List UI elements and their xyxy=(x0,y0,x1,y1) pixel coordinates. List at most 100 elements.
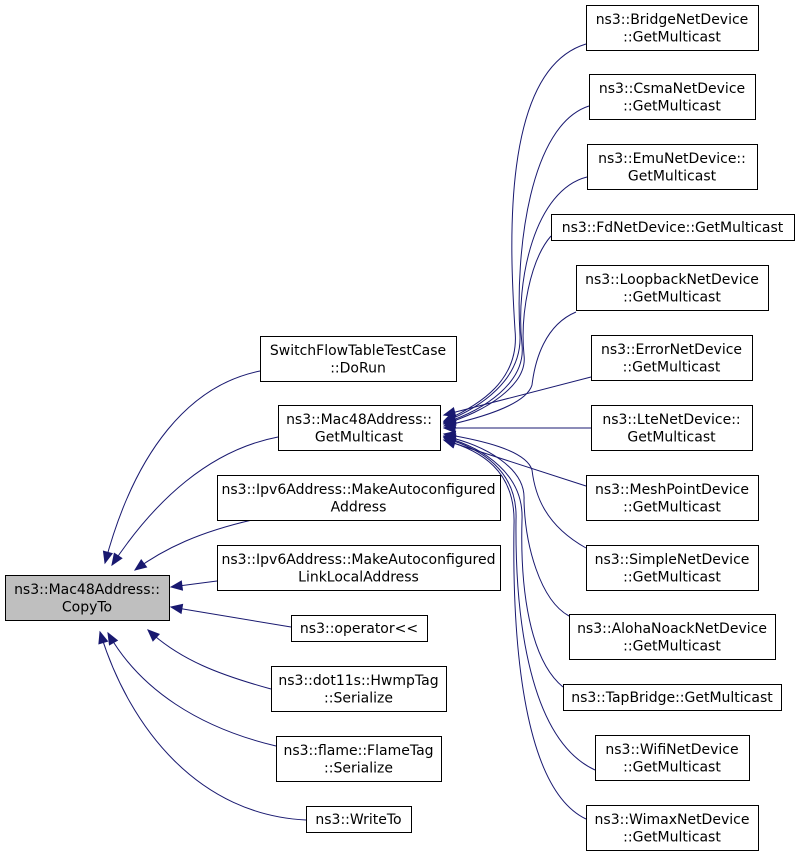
arrowhead-hwmp-to-copyto xyxy=(147,629,160,642)
node-bridge[interactable]: ns3::BridgeNetDevice::GetMulticast xyxy=(586,5,759,51)
node-getmulticast[interactable]: ns3::Mac48Address::GetMulticast xyxy=(278,405,441,451)
node-box xyxy=(563,684,782,711)
node-label-line: ::GetMulticast xyxy=(623,759,721,775)
node-label-line: ::GetMulticast xyxy=(623,638,721,654)
node-csma[interactable]: ns3::CsmaNetDevice::GetMulticast xyxy=(589,74,756,120)
node-label-line: ns3::LoopbackNetDevice xyxy=(585,272,759,288)
node-label-line: GetMulticast xyxy=(315,429,404,445)
node-label-line: ::DoRun xyxy=(330,360,386,376)
edge-wimax-to-getmulticast xyxy=(443,439,587,820)
node-label-line: GetMulticast xyxy=(627,429,716,445)
arrowhead-writeto-to-copyto xyxy=(98,630,109,645)
node-box xyxy=(260,336,457,382)
node-flame[interactable]: ns3::flame::FlameTag::Serialize xyxy=(276,736,442,782)
node-box xyxy=(291,615,428,642)
node-box xyxy=(595,735,750,781)
node-label-line: ::GetMulticast xyxy=(623,29,721,45)
arrowhead-getmulticast-to-copyto xyxy=(111,552,123,567)
node-label-line: ::Serialize xyxy=(324,760,393,776)
node-box xyxy=(551,214,795,241)
node-label-line: ::GetMulticast xyxy=(623,98,721,114)
edges-layer xyxy=(98,43,596,821)
node-label-line: SwitchFlowTableTestCase xyxy=(270,343,446,359)
edge-csma-to-getmulticast xyxy=(443,105,590,423)
node-loopback[interactable]: ns3::LoopbackNetDevice::GetMulticast xyxy=(576,265,769,311)
edge-switchflow-to-copyto xyxy=(104,370,261,564)
edge-ipv6auto-to-copyto xyxy=(134,519,253,571)
node-box xyxy=(278,405,441,451)
edge-error-to-getmulticast xyxy=(443,376,592,416)
node-label-line: ns3::WriteTo xyxy=(315,812,401,828)
node-box xyxy=(587,144,758,190)
arrowhead-switchflow-to-copyto xyxy=(102,550,114,565)
node-error[interactable]: ns3::ErrorNetDevice::GetMulticast xyxy=(591,335,753,381)
node-label-line: ns3::Ipv6Address::MakeAutoconfigured xyxy=(222,482,496,498)
node-label-line: ::GetMulticast xyxy=(623,499,721,515)
node-wimax[interactable]: ns3::WimaxNetDevice::GetMulticast xyxy=(586,805,759,851)
node-label-line: ::GetMulticast xyxy=(623,829,721,845)
edge-wifi-to-getmulticast xyxy=(443,437,596,771)
node-box xyxy=(217,545,501,591)
edge-aloha-to-getmulticast xyxy=(443,435,570,617)
node-label-line: CopyTo xyxy=(62,599,112,615)
node-ipv6autoll[interactable]: ns3::Ipv6Address::MakeAutoconfiguredLink… xyxy=(217,545,501,591)
node-label-line: LinkLocalAddress xyxy=(298,569,419,585)
node-label-line: ns3::LteNetDevice:: xyxy=(602,412,740,428)
node-fd[interactable]: ns3::FdNetDevice::GetMulticast xyxy=(551,214,795,241)
edge-simple-to-getmulticast xyxy=(443,433,587,549)
arrowhead-flame-to-copyto xyxy=(107,631,119,646)
edge-tapbridge-to-getmulticast xyxy=(443,436,564,688)
node-label-line: ::GetMulticast xyxy=(623,289,721,305)
node-box xyxy=(271,666,447,712)
node-label-line: ns3::BridgeNetDevice xyxy=(596,12,749,28)
node-box xyxy=(591,335,753,381)
node-label-line: ns3::ErrorNetDevice xyxy=(601,342,742,358)
node-box xyxy=(589,74,756,120)
node-label-line: ::Serialize xyxy=(324,690,393,706)
node-box xyxy=(586,5,759,51)
node-box xyxy=(306,806,412,833)
edge-fd-to-getmulticast xyxy=(443,235,552,425)
arrowhead-opstream-to-copyto xyxy=(169,603,184,615)
arrowhead-lte-to-getmulticast xyxy=(442,422,456,434)
edge-opstream-to-copyto xyxy=(170,606,292,628)
node-switchflow[interactable]: SwitchFlowTableTestCase::DoRun xyxy=(260,336,457,382)
node-label-line: ::GetMulticast xyxy=(623,569,721,585)
node-ipv6auto[interactable]: ns3::Ipv6Address::MakeAutoconfiguredAddr… xyxy=(217,475,501,521)
node-wifi[interactable]: ns3::WifiNetDevice::GetMulticast xyxy=(595,735,750,781)
node-label-line: ns3::TapBridge::GetMulticast xyxy=(571,690,773,706)
node-label-line: ns3::MeshPointDevice xyxy=(595,482,749,498)
node-box xyxy=(586,475,759,521)
node-hwmp[interactable]: ns3::dot11s::HwmpTag::Serialize xyxy=(271,666,447,712)
node-box xyxy=(586,545,759,591)
arrowhead-ipv6auto-to-copyto xyxy=(133,558,148,571)
node-box xyxy=(586,805,759,851)
node-label-line: ns3::Mac48Address:: xyxy=(14,582,160,598)
node-simple[interactable]: ns3::SimpleNetDevice::GetMulticast xyxy=(586,545,759,591)
node-label-line: ns3::dot11s::HwmpTag xyxy=(278,673,438,689)
node-box xyxy=(591,405,753,451)
node-label-line: ns3::WimaxNetDevice xyxy=(595,812,750,828)
edge-meshpoint-to-getmulticast xyxy=(443,439,587,487)
edge-hwmp-to-copyto xyxy=(147,629,272,690)
arrowhead-error-to-getmulticast xyxy=(442,407,457,418)
edge-loopback-to-getmulticast xyxy=(443,311,577,427)
node-writeto[interactable]: ns3::WriteTo xyxy=(306,806,412,833)
nodes-layer: ns3::Mac48Address::CopyTo SwitchFlowTable… xyxy=(5,5,795,851)
node-label-line: ns3::SimpleNetDevice xyxy=(595,552,750,568)
node-label-line: ns3::CsmaNetDevice xyxy=(599,81,745,97)
node-lte[interactable]: ns3::LteNetDevice::GetMulticast xyxy=(591,405,753,451)
node-aloha[interactable]: ns3::AlohaNoackNetDevice::GetMulticast xyxy=(569,614,776,660)
node-box xyxy=(276,736,442,782)
node-label-line: ns3::AlohaNoackNetDevice xyxy=(577,621,767,637)
node-emu[interactable]: ns3::EmuNetDevice::GetMulticast xyxy=(587,144,758,190)
node-label-line: ns3::Mac48Address:: xyxy=(286,412,432,428)
edge-writeto-to-copyto xyxy=(99,631,307,821)
node-copyto[interactable]: ns3::Mac48Address::CopyTo xyxy=(5,575,170,621)
node-opstream[interactable]: ns3::operator<< xyxy=(291,615,428,642)
node-box xyxy=(217,475,501,521)
node-tapbridge[interactable]: ns3::TapBridge::GetMulticast xyxy=(563,684,782,711)
node-meshpoint[interactable]: ns3::MeshPointDevice::GetMulticast xyxy=(586,475,759,521)
edge-getmulticast-to-copyto xyxy=(111,436,279,566)
